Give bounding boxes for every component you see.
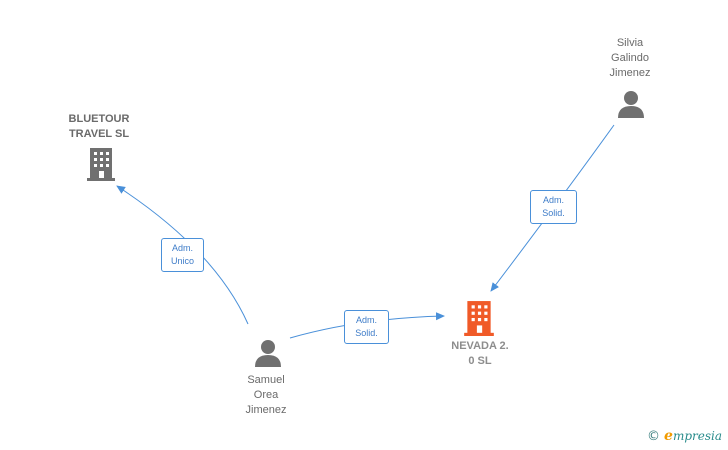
node-label-bluetour[interactable]: BLUETOUR TRAVEL SL <box>68 113 130 140</box>
brand-watermark: © empresia <box>647 428 722 444</box>
edge-label-samuel-nevada[interactable]: Adm. Solid. <box>344 310 389 344</box>
brand-name: mpresia <box>672 429 722 443</box>
node-label-nevada[interactable]: NEVADA 2. 0 SL <box>451 340 509 367</box>
edge-label-samuel-bluetour[interactable]: Adm. Unico <box>161 238 204 272</box>
copyright-icon: © <box>647 428 661 444</box>
edge-label-silvia-nevada[interactable]: Adm. Solid. <box>530 190 577 224</box>
person-icon[interactable] <box>254 339 282 367</box>
person-icon[interactable] <box>617 90 645 118</box>
building-icon[interactable] <box>86 147 116 181</box>
node-label-samuel[interactable]: Samuel Orea Jimenez <box>245 374 287 416</box>
brand-initial: e <box>664 428 673 444</box>
building-icon-main[interactable] <box>463 300 495 336</box>
node-label-silvia[interactable]: Silvia Galindo Jimenez <box>609 37 651 79</box>
